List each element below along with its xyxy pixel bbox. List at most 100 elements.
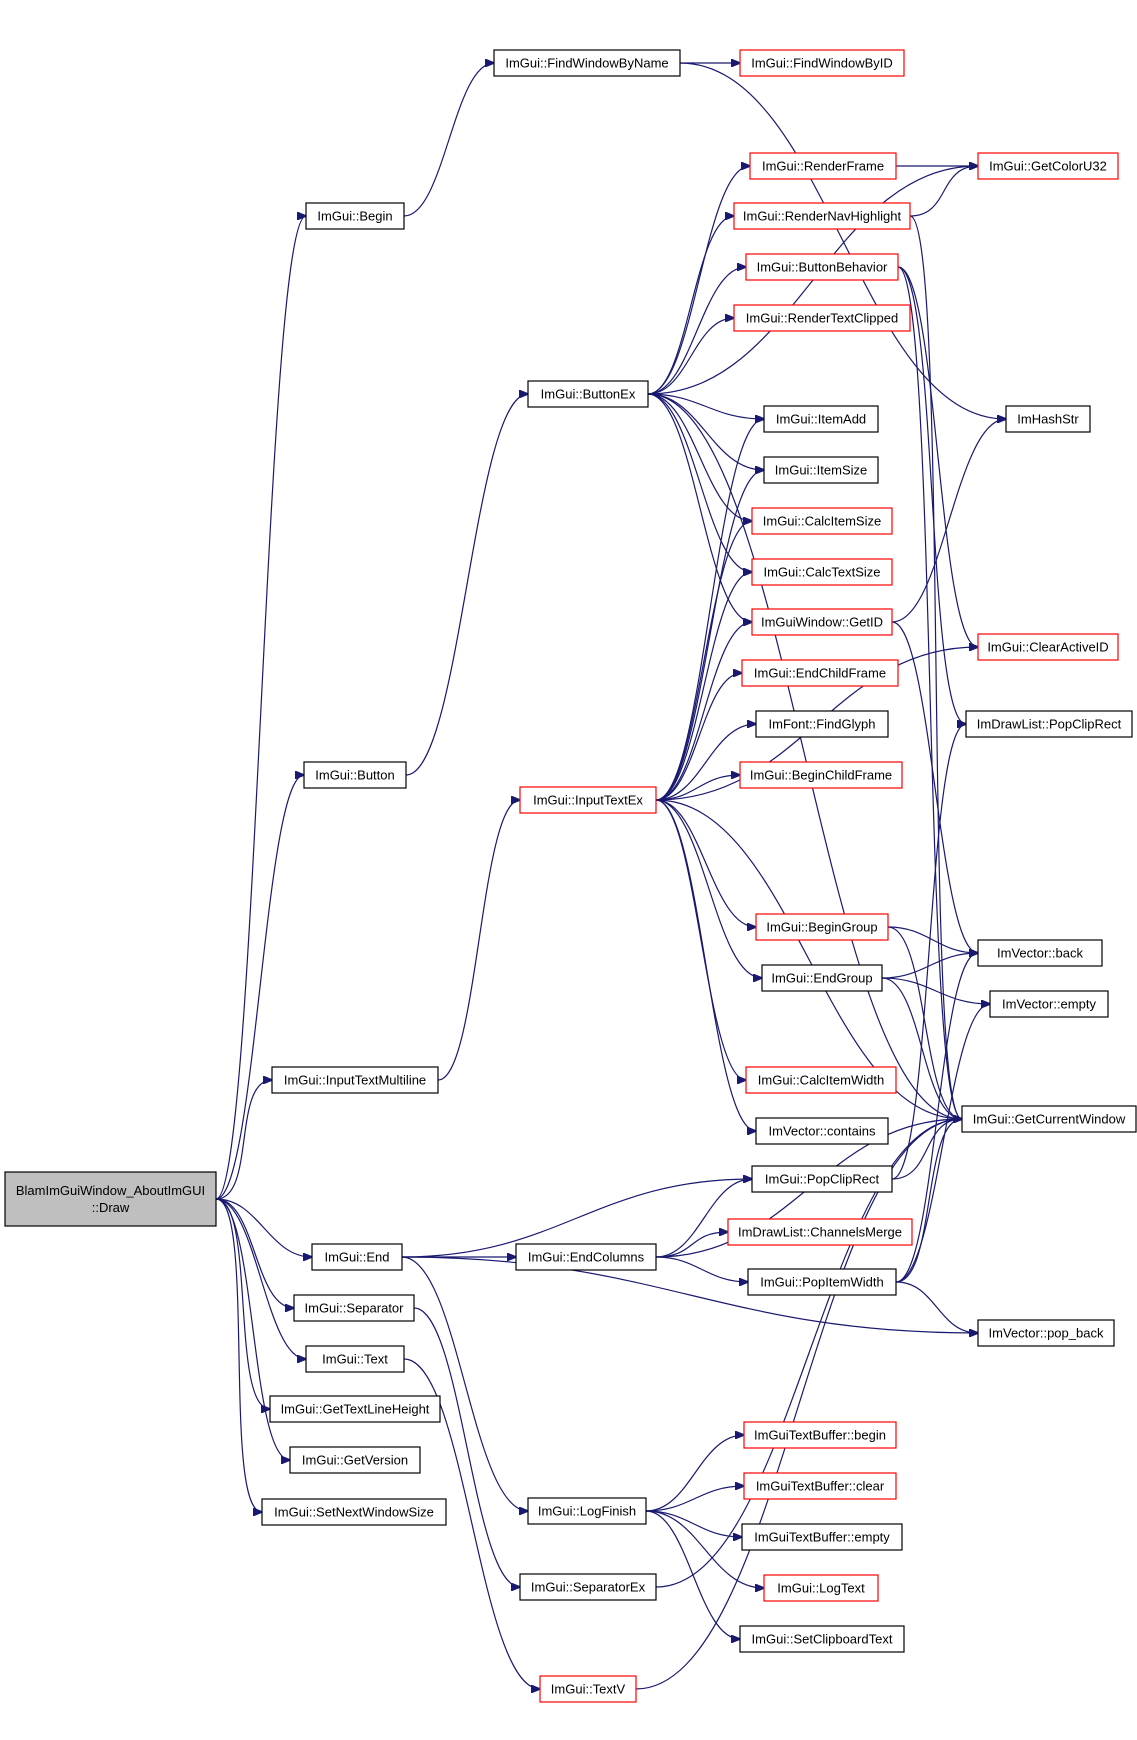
node-renderFrame[interactable]: ImGui::RenderFrame bbox=[749, 152, 897, 180]
node-box[interactable] bbox=[965, 710, 1133, 738]
node-vecPopBack[interactable]: ImVector::pop_back bbox=[977, 1319, 1115, 1347]
node-box[interactable] bbox=[261, 1498, 447, 1526]
node-box[interactable] bbox=[293, 1294, 415, 1322]
node-findGlyph[interactable]: ImFont::FindGlyph bbox=[755, 710, 889, 738]
node-button[interactable]: ImGui::Button bbox=[303, 761, 407, 789]
node-box[interactable] bbox=[289, 1446, 421, 1474]
node-buttonBehavior[interactable]: ImGui::ButtonBehavior bbox=[745, 253, 899, 281]
node-box[interactable] bbox=[303, 761, 407, 789]
node-endChildFrame[interactable]: ImGui::EndChildFrame bbox=[741, 659, 899, 687]
node-box[interactable] bbox=[515, 1243, 657, 1271]
node-calcItemWidth[interactable]: ImGui::CalcItemWidth bbox=[745, 1066, 897, 1094]
node-box[interactable] bbox=[761, 964, 883, 992]
node-box[interactable] bbox=[749, 152, 897, 180]
node-box[interactable] bbox=[539, 1675, 637, 1703]
node-box[interactable] bbox=[755, 1117, 889, 1145]
node-box[interactable] bbox=[743, 1472, 897, 1500]
node-beginGroup[interactable]: ImGui::BeginGroup bbox=[755, 913, 889, 941]
node-box[interactable] bbox=[527, 1497, 647, 1525]
node-imHashStr[interactable]: ImHashStr bbox=[1005, 405, 1091, 433]
node-drawListPopClipRect[interactable]: ImDrawList::PopClipRect bbox=[965, 710, 1133, 738]
node-tbBegin[interactable]: ImGuiTextBuffer::begin bbox=[743, 1421, 897, 1449]
node-root[interactable]: BlamImGuiWindow_AboutImGUI::Draw bbox=[4, 1171, 217, 1227]
node-begin[interactable]: ImGui::Begin bbox=[305, 202, 405, 230]
node-box[interactable] bbox=[745, 1066, 897, 1094]
node-box[interactable] bbox=[977, 939, 1103, 967]
node-box[interactable] bbox=[751, 558, 893, 586]
node-box[interactable] bbox=[527, 380, 649, 408]
node-box[interactable] bbox=[763, 1574, 879, 1602]
node-tbClear[interactable]: ImGuiTextBuffer::clear bbox=[743, 1472, 897, 1500]
node-text[interactable]: ImGui::Text bbox=[305, 1345, 405, 1373]
node-box[interactable] bbox=[989, 990, 1109, 1018]
node-box[interactable] bbox=[727, 1218, 913, 1246]
node-popItemWidth[interactable]: ImGui::PopItemWidth bbox=[747, 1268, 897, 1296]
node-box[interactable] bbox=[755, 913, 889, 941]
node-getColorU32[interactable]: ImGui::GetColorU32 bbox=[977, 152, 1119, 180]
node-vecContains[interactable]: ImVector::contains bbox=[755, 1117, 889, 1145]
node-box[interactable] bbox=[739, 49, 905, 77]
node-box[interactable] bbox=[271, 1066, 439, 1094]
node-calcItemSize[interactable]: ImGui::CalcItemSize bbox=[751, 507, 893, 535]
node-buttonEx[interactable]: ImGui::ButtonEx bbox=[527, 380, 649, 408]
node-box[interactable] bbox=[493, 49, 681, 77]
node-box[interactable] bbox=[733, 202, 911, 230]
node-box[interactable] bbox=[4, 1171, 217, 1227]
node-box[interactable] bbox=[305, 1345, 405, 1373]
node-setClipboardText[interactable]: ImGui::SetClipboardText bbox=[739, 1625, 905, 1653]
node-vecEmpty[interactable]: ImVector::empty bbox=[989, 990, 1109, 1018]
node-clearActiveID[interactable]: ImGui::ClearActiveID bbox=[977, 633, 1119, 661]
node-box[interactable] bbox=[961, 1105, 1137, 1133]
node-box[interactable] bbox=[745, 253, 899, 281]
node-findWindowByID[interactable]: ImGui::FindWindowByID bbox=[739, 49, 905, 77]
node-popClipRect[interactable]: ImGui::PopClipRect bbox=[751, 1165, 893, 1193]
node-box[interactable] bbox=[751, 507, 893, 535]
node-box[interactable] bbox=[743, 1421, 897, 1449]
node-box[interactable] bbox=[739, 761, 903, 789]
node-box[interactable] bbox=[1005, 405, 1091, 433]
node-channelsMerge[interactable]: ImDrawList::ChannelsMerge bbox=[727, 1218, 913, 1246]
node-box[interactable] bbox=[739, 1625, 905, 1653]
node-end[interactable]: ImGui::End bbox=[311, 1243, 403, 1271]
node-box[interactable] bbox=[519, 786, 657, 814]
node-inputTextMultiline[interactable]: ImGui::InputTextMultiline bbox=[271, 1066, 439, 1094]
node-box[interactable] bbox=[747, 1268, 897, 1296]
node-calcTextSize[interactable]: ImGui::CalcTextSize bbox=[751, 558, 893, 586]
node-box[interactable] bbox=[977, 152, 1119, 180]
node-box[interactable] bbox=[751, 1165, 893, 1193]
node-box[interactable] bbox=[755, 710, 889, 738]
node-box[interactable] bbox=[977, 633, 1119, 661]
node-box[interactable] bbox=[763, 405, 879, 433]
node-box[interactable] bbox=[311, 1243, 403, 1271]
node-endColumns[interactable]: ImGui::EndColumns bbox=[515, 1243, 657, 1271]
node-textV[interactable]: ImGui::TextV bbox=[539, 1675, 637, 1703]
node-separator[interactable]: ImGui::Separator bbox=[293, 1294, 415, 1322]
node-getVersion[interactable]: ImGui::GetVersion bbox=[289, 1446, 421, 1474]
node-endGroup[interactable]: ImGui::EndGroup bbox=[761, 964, 883, 992]
node-vecBack[interactable]: ImVector::back bbox=[977, 939, 1103, 967]
node-findWindowByName[interactable]: ImGui::FindWindowByName bbox=[493, 49, 681, 77]
node-logFinish[interactable]: ImGui::LogFinish bbox=[527, 1497, 647, 1525]
node-renderTextClipped[interactable]: ImGui::RenderTextClipped bbox=[733, 304, 911, 332]
node-setNextWindowSize[interactable]: ImGui::SetNextWindowSize bbox=[261, 1498, 447, 1526]
node-box[interactable] bbox=[741, 659, 899, 687]
node-box[interactable] bbox=[751, 608, 893, 636]
node-inputTextEx[interactable]: ImGui::InputTextEx bbox=[519, 786, 657, 814]
node-itemAdd[interactable]: ImGui::ItemAdd bbox=[763, 405, 879, 433]
node-getID[interactable]: ImGuiWindow::GetID bbox=[751, 608, 893, 636]
node-box[interactable] bbox=[741, 1523, 903, 1551]
node-renderNavHighlight[interactable]: ImGui::RenderNavHighlight bbox=[733, 202, 911, 230]
node-separatorEx[interactable]: ImGui::SeparatorEx bbox=[519, 1573, 657, 1601]
node-box[interactable] bbox=[977, 1319, 1115, 1347]
node-box[interactable] bbox=[269, 1395, 441, 1423]
node-box[interactable] bbox=[763, 456, 879, 484]
node-box[interactable] bbox=[305, 202, 405, 230]
node-itemSize[interactable]: ImGui::ItemSize bbox=[763, 456, 879, 484]
node-tbEmpty[interactable]: ImGuiTextBuffer::empty bbox=[741, 1523, 903, 1551]
node-getCurrentWindow[interactable]: ImGui::GetCurrentWindow bbox=[961, 1105, 1137, 1133]
node-box[interactable] bbox=[519, 1573, 657, 1601]
node-beginChildFrame[interactable]: ImGui::BeginChildFrame bbox=[739, 761, 903, 789]
node-logText[interactable]: ImGui::LogText bbox=[763, 1574, 879, 1602]
node-box[interactable] bbox=[733, 304, 911, 332]
node-getTextLineHeight[interactable]: ImGui::GetTextLineHeight bbox=[269, 1395, 441, 1423]
